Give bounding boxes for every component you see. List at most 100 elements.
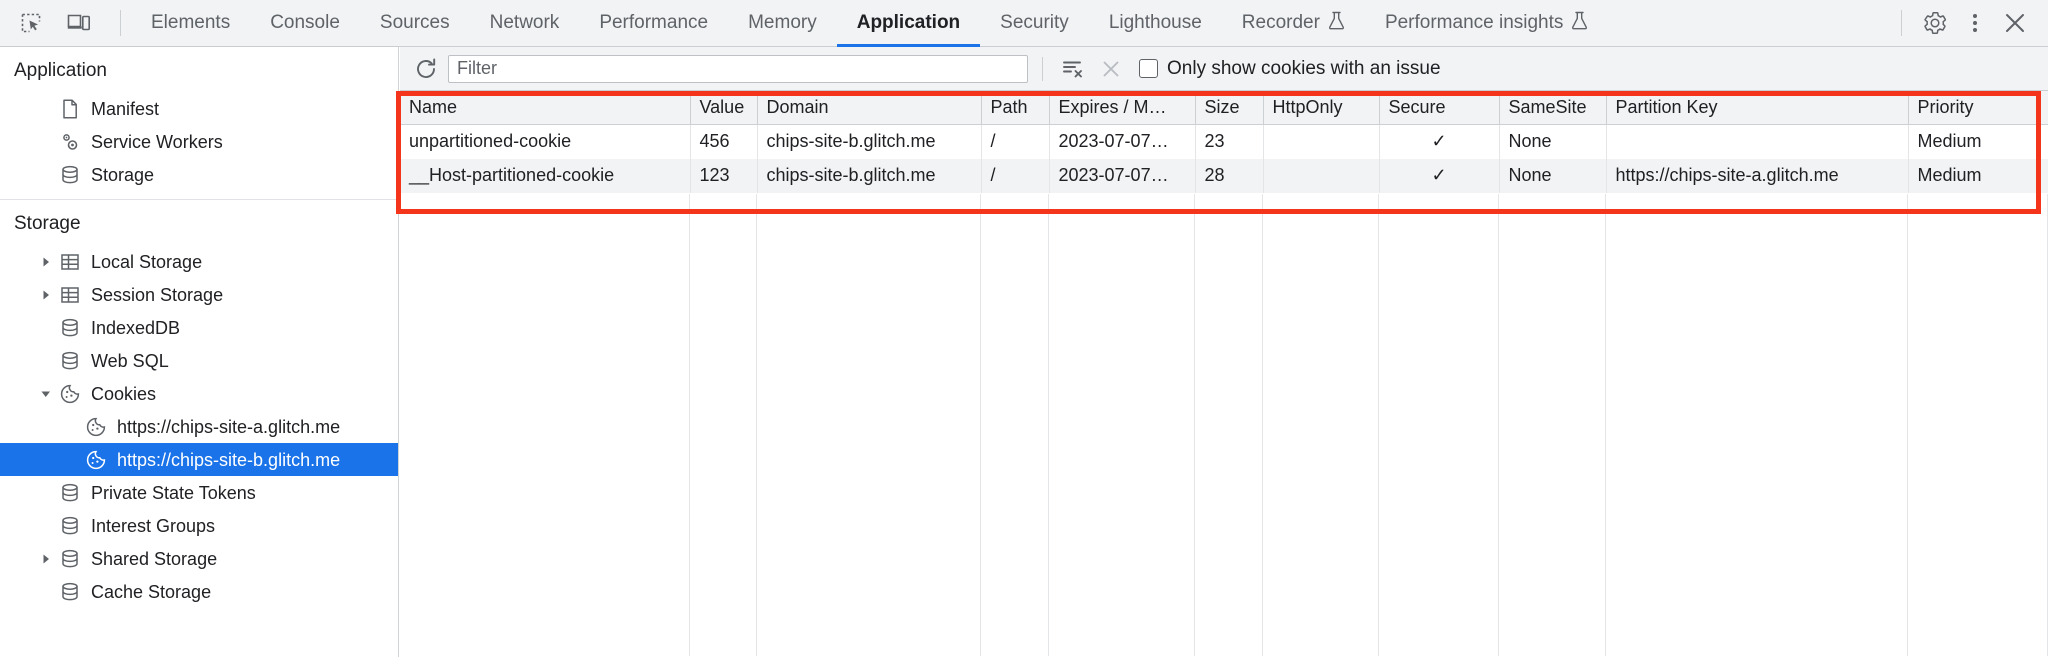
cell-partitionkey bbox=[1606, 124, 1909, 159]
chevron-down-icon[interactable] bbox=[36, 384, 56, 404]
sidebar-item-storage[interactable]: Storage bbox=[0, 158, 398, 191]
sidebar-item-https-chips-site-b-glitch-me[interactable]: https://chips-site-b.glitch.me bbox=[0, 443, 398, 476]
grid-column-divider bbox=[1907, 194, 1908, 656]
checkbox-box[interactable] bbox=[1139, 59, 1158, 78]
grid-column-divider bbox=[1605, 194, 1606, 656]
chevron-right-icon[interactable] bbox=[36, 285, 56, 305]
chevron-right-icon[interactable] bbox=[36, 252, 56, 272]
only-show-issue-cookies-checkbox[interactable]: Only show cookies with an issue bbox=[1139, 58, 1441, 80]
tab-lighthouse[interactable]: Lighthouse bbox=[1089, 0, 1222, 47]
gear-icon[interactable] bbox=[1918, 6, 1952, 40]
grid-column-divider bbox=[1194, 194, 1195, 656]
cell-expires: 2023-07-07… bbox=[1049, 124, 1196, 159]
cell-httponly bbox=[1263, 158, 1380, 193]
table-icon bbox=[58, 283, 82, 307]
sidebar-item-web-sql[interactable]: Web SQL bbox=[0, 344, 398, 377]
tab-network[interactable]: Network bbox=[470, 0, 580, 47]
cookies-filter-toolbar: Only show cookies with an issue bbox=[400, 47, 2048, 91]
tab-application[interactable]: Application bbox=[836, 0, 981, 47]
twisty-spacer bbox=[36, 132, 56, 152]
column-header-domain[interactable]: Domain bbox=[757, 91, 982, 125]
search-input[interactable] bbox=[448, 54, 1028, 83]
sidebar-item-label: Private State Tokens bbox=[91, 482, 256, 503]
tab-recorder[interactable]: Recorder bbox=[1222, 0, 1365, 47]
grid-column-divider bbox=[1498, 194, 1499, 656]
tab-label: Performance insights bbox=[1384, 12, 1564, 33]
sidebar-item-shared-storage[interactable]: Shared Storage bbox=[0, 542, 398, 575]
tab-label: Security bbox=[1000, 12, 1069, 33]
twisty-spacer bbox=[36, 483, 56, 503]
tab-elements[interactable]: Elements bbox=[131, 0, 250, 47]
delete-selected-cookie-icon[interactable] bbox=[1095, 53, 1127, 85]
column-header-httponly[interactable]: HttpOnly bbox=[1263, 91, 1380, 125]
inspect-element-icon[interactable] bbox=[14, 6, 48, 40]
sidebar-section-storage-title: Storage bbox=[14, 213, 81, 234]
sidebar-item-private-state-tokens[interactable]: Private State Tokens bbox=[0, 476, 398, 509]
toolbar-divider-right bbox=[1901, 10, 1902, 36]
sidebar-item-https-chips-site-a-glitch-me[interactable]: https://chips-site-a.glitch.me bbox=[0, 410, 398, 443]
column-header-expires[interactable]: Expires / M… bbox=[1049, 91, 1196, 125]
column-header-samesite[interactable]: SameSite bbox=[1499, 91, 1607, 125]
device-toolbar-icon[interactable] bbox=[62, 6, 96, 40]
grid-column-divider bbox=[1262, 194, 1263, 656]
cell-value: 123 bbox=[690, 158, 758, 193]
tab-label: Sources bbox=[379, 12, 450, 33]
twisty-spacer bbox=[62, 417, 82, 437]
tab-performance[interactable]: Performance bbox=[579, 0, 728, 47]
cookie-icon bbox=[84, 415, 108, 439]
chevron-right-icon[interactable] bbox=[36, 549, 56, 569]
twisty-spacer bbox=[36, 351, 56, 371]
column-header-value[interactable]: Value bbox=[690, 91, 758, 125]
cookie-icon bbox=[84, 448, 108, 472]
tab-performance-insights[interactable]: Performance insights bbox=[1365, 0, 1608, 47]
kebab-menu-icon[interactable] bbox=[1958, 6, 1992, 40]
column-header-priority[interactable]: Priority bbox=[1908, 91, 2048, 125]
close-icon[interactable] bbox=[1998, 6, 2032, 40]
tab-sources[interactable]: Sources bbox=[360, 0, 470, 47]
cell-size: 28 bbox=[1195, 158, 1264, 193]
tab-console[interactable]: Console bbox=[250, 0, 360, 47]
tab-security[interactable]: Security bbox=[980, 0, 1089, 47]
sidebar-item-label: Session Storage bbox=[91, 284, 224, 305]
sidebar-item-session-storage[interactable]: Session Storage bbox=[0, 278, 398, 311]
sidebar-item-cookies[interactable]: Cookies bbox=[0, 377, 398, 410]
sidebar-item-label: Service Workers bbox=[91, 131, 223, 152]
clear-all-cookies-icon[interactable] bbox=[1057, 53, 1089, 85]
panel-tabs: Elements Console Sources Network Perform… bbox=[131, 0, 1608, 47]
sidebar-item-service-workers[interactable]: Service Workers bbox=[0, 125, 398, 158]
column-header-name[interactable]: Name bbox=[400, 91, 691, 125]
twisty-spacer bbox=[36, 99, 56, 119]
column-header-size[interactable]: Size bbox=[1195, 91, 1264, 125]
tab-label: Lighthouse bbox=[1108, 12, 1202, 33]
sidebar-item-local-storage[interactable]: Local Storage bbox=[0, 245, 398, 278]
gears-icon bbox=[58, 130, 82, 154]
tab-label: Recorder bbox=[1241, 12, 1320, 33]
sidebar-item-indexeddb[interactable]: IndexedDB bbox=[0, 311, 398, 344]
cell-samesite: None bbox=[1499, 158, 1607, 193]
refresh-icon[interactable] bbox=[410, 53, 442, 85]
toolbar-divider bbox=[120, 10, 121, 36]
filterbar-divider bbox=[1042, 56, 1043, 81]
sidebar-item-manifest[interactable]: Manifest bbox=[0, 92, 398, 125]
sidebar-divider bbox=[0, 199, 398, 200]
column-header-secure[interactable]: Secure bbox=[1379, 91, 1500, 125]
cell-value: 456 bbox=[690, 124, 758, 159]
cell-secure: ✓ bbox=[1379, 158, 1500, 193]
tab-label: Network bbox=[489, 12, 560, 33]
tab-memory[interactable]: Memory bbox=[728, 0, 837, 47]
sidebar-item-label: Local Storage bbox=[91, 251, 203, 272]
column-header-path[interactable]: Path bbox=[981, 91, 1050, 125]
sidebar-item-interest-groups[interactable]: Interest Groups bbox=[0, 509, 398, 542]
twisty-spacer bbox=[62, 450, 82, 470]
sidebar-item-cache-storage[interactable]: Cache Storage bbox=[0, 575, 398, 608]
document-icon bbox=[58, 97, 82, 121]
column-header-partitionkey[interactable]: Partition Key bbox=[1606, 91, 1909, 125]
cell-name: __Host-partitioned-cookie bbox=[400, 158, 691, 193]
